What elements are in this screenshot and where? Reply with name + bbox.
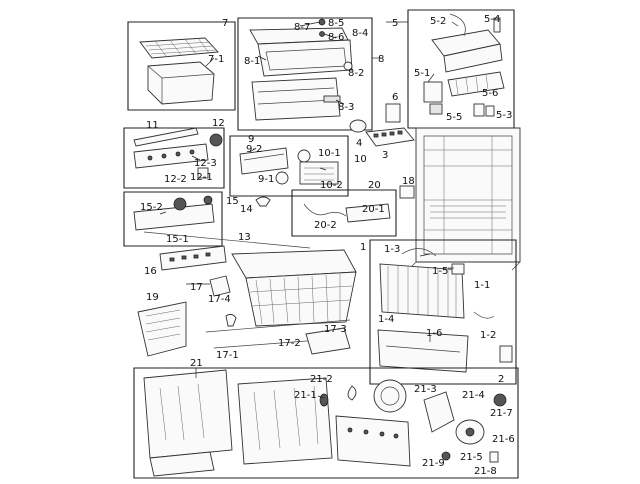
part-group-11-12 [123,127,225,189]
label-10-1: 10-1 [318,148,341,159]
label-7: 7 [222,18,228,29]
part-group-7 [127,21,236,111]
label-15: 15 [226,196,239,207]
label-1-6: 1-6 [426,328,442,339]
label-3: 3 [382,150,388,161]
label-21-1: 21-1 [294,390,317,401]
label-21-5: 21-5 [460,452,483,463]
part-group-6-4-3 [349,103,415,147]
label-1-3: 1-3 [384,244,400,255]
label-21-7: 21-7 [490,408,513,419]
part-group-15 [123,191,271,247]
label-21: 21 [190,358,203,369]
part-group-20 [291,185,415,237]
label-1-4: 1-4 [378,314,394,325]
label-17: 17 [190,282,203,293]
part-group-21 [133,367,519,479]
label-21-9: 21-9 [422,458,445,469]
label-12: 12 [212,118,225,129]
label-21-8: 21-8 [474,466,497,477]
label-6: 6 [392,92,398,103]
part-group-5 [386,9,515,129]
label-8: 8 [378,54,384,65]
label-1-5: 1-5 [432,266,448,277]
label-17-4: 17-4 [208,294,231,305]
label-5: 5 [392,18,398,29]
part-group-8 [237,17,380,131]
label-8-6: 8-6 [328,32,344,43]
label-8-4: 8-4 [352,28,368,39]
part-19 [137,301,187,357]
label-5-6: 5-6 [482,88,498,99]
label-9-2: 9-2 [246,144,262,155]
part-group-17 [205,249,357,355]
label-18: 18 [402,176,415,187]
label-21-6: 21-6 [492,434,515,445]
label-8-1: 8-1 [244,56,260,67]
part-group-1 [369,239,517,385]
label-5-3: 5-3 [496,110,512,121]
label-12-3: 12-3 [194,158,217,169]
label-10: 10 [354,154,367,165]
label-1-2: 1-2 [480,330,496,341]
label-8-3: 8-3 [338,102,354,113]
label-21-2: 21-2 [310,374,333,385]
label-20: 20 [368,180,381,191]
label-8-7: 8-7 [294,22,310,33]
part-13-16 [143,231,311,271]
label-7-1: 7-1 [208,54,224,65]
label-8-2: 8-2 [348,68,364,79]
label-11: 11 [146,120,159,131]
label-20-2: 20-2 [314,220,337,231]
label-17-3: 17-3 [324,324,347,335]
label-13: 13 [238,232,251,243]
label-2: 2 [498,374,504,385]
label-12-2: 12-2 [164,174,187,185]
label-17-1: 17-1 [216,350,239,361]
callout-labels: 7 7-1 8-7 8-5 8-6 8-4 8-1 8-2 8 8-3 5 5-… [140,14,515,477]
label-12-1: 12-1 [190,172,213,183]
label-17-2: 17-2 [278,338,301,349]
label-9: 9 [248,134,254,145]
part-group-9-10 [229,135,349,197]
leader-lines [159,21,459,399]
label-21-3: 21-3 [414,384,437,395]
label-8-5: 8-5 [328,18,344,29]
label-14: 14 [240,204,253,215]
label-1-1: 1-1 [474,280,490,291]
label-5-5: 5-5 [446,112,462,123]
label-19: 19 [146,292,159,303]
label-9-1: 9-1 [258,174,274,185]
label-5-2: 5-2 [430,16,446,27]
label-16: 16 [144,266,157,277]
label-4: 4 [356,138,362,149]
label-15-2: 15-2 [140,202,163,213]
label-1: 1 [360,242,366,253]
label-10-2: 10-2 [320,180,343,191]
label-21-4: 21-4 [462,390,485,401]
label-20-1: 20-1 [362,204,385,215]
label-5-1: 5-1 [414,68,430,79]
refrigerator-cabinet [407,127,521,271]
label-5-4: 5-4 [484,14,500,25]
label-15-1: 15-1 [166,234,189,245]
